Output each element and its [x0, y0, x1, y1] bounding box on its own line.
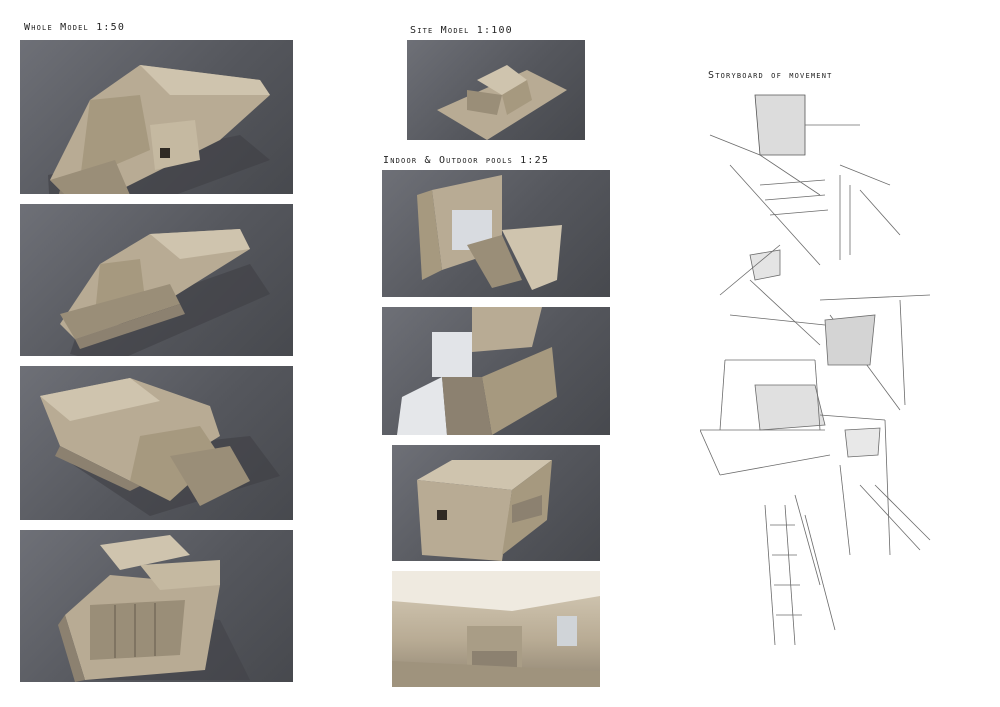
whole-model-label: Whole Model 1:50 — [24, 22, 126, 33]
whole-model-photo-1 — [20, 40, 293, 194]
pools-photo-1 — [382, 170, 610, 297]
pools-photo-2 — [382, 307, 610, 435]
pools-label: Indoor & Outdoor pools 1:25 — [383, 155, 550, 166]
whole-model-photo-4 — [20, 530, 293, 682]
site-model-label: Site Model 1:100 — [410, 25, 513, 36]
pools-photo-3 — [392, 445, 600, 561]
whole-model-photo-2 — [20, 204, 293, 356]
whole-model-photo-3 — [20, 366, 293, 520]
storyboard-sketch — [700, 94, 931, 646]
storyboard-label: Storyboard of movement — [708, 70, 833, 81]
site-model-photo — [407, 40, 585, 140]
pools-photo-4 — [392, 571, 600, 687]
